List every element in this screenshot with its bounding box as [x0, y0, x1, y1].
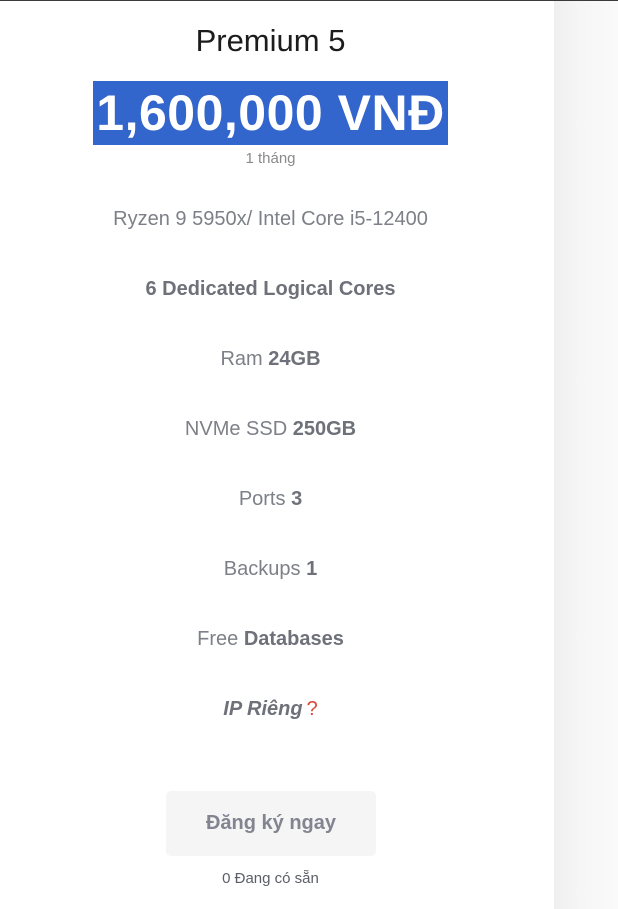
feature-ram-label: Ram	[220, 348, 263, 370]
availability-status: 0 Đang có sẵn	[222, 870, 319, 887]
feature-databases: Free Databases	[0, 626, 541, 652]
pricing-card: Premium 5 1,600,000 VNĐ 1 tháng Ryzen 9 …	[0, 1, 554, 909]
page-background-right	[554, 1, 618, 909]
price-container: 1,600,000 VNĐ	[0, 81, 541, 147]
billing-period: 1 tháng	[245, 150, 296, 167]
plan-title: Premium 5	[195, 23, 346, 58]
feature-ssd: NVMe SSD 250GB	[0, 416, 541, 442]
feature-backups-label: Backups	[223, 558, 301, 580]
feature-ram: Ram 24GB	[0, 346, 541, 372]
feature-ssd-label: NVMe SSD	[184, 418, 288, 440]
feature-backups: Backups 1	[0, 556, 541, 582]
feature-ip-label: IP Riêng	[223, 698, 303, 720]
feature-databases-label: Free	[197, 628, 239, 650]
plan-price: 1,600,000 VNĐ	[93, 81, 448, 145]
feature-ports-value: 3	[291, 488, 303, 510]
feature-ports-label: Ports	[238, 488, 286, 510]
feature-databases-value: Databases	[243, 628, 344, 650]
feature-ram-value: 24GB	[268, 348, 321, 370]
feature-dedicated-ip: IP Riêng?	[0, 696, 541, 722]
feature-ports: Ports 3	[0, 486, 541, 512]
feature-ssd-value: 250GB	[292, 418, 357, 440]
feature-backups-value: 1	[306, 558, 318, 580]
window-top-border	[0, 0, 618, 1]
signup-button[interactable]: Đăng ký ngay	[166, 791, 376, 856]
feature-cores: 6 Dedicated Logical Cores	[0, 276, 541, 302]
feature-cores-value: 6 Dedicated Logical Cores	[145, 278, 396, 300]
feature-cpu: Ryzen 9 5950x/ Intel Core i5-12400	[113, 208, 428, 230]
question-mark-icon[interactable]: ?	[306, 698, 318, 720]
